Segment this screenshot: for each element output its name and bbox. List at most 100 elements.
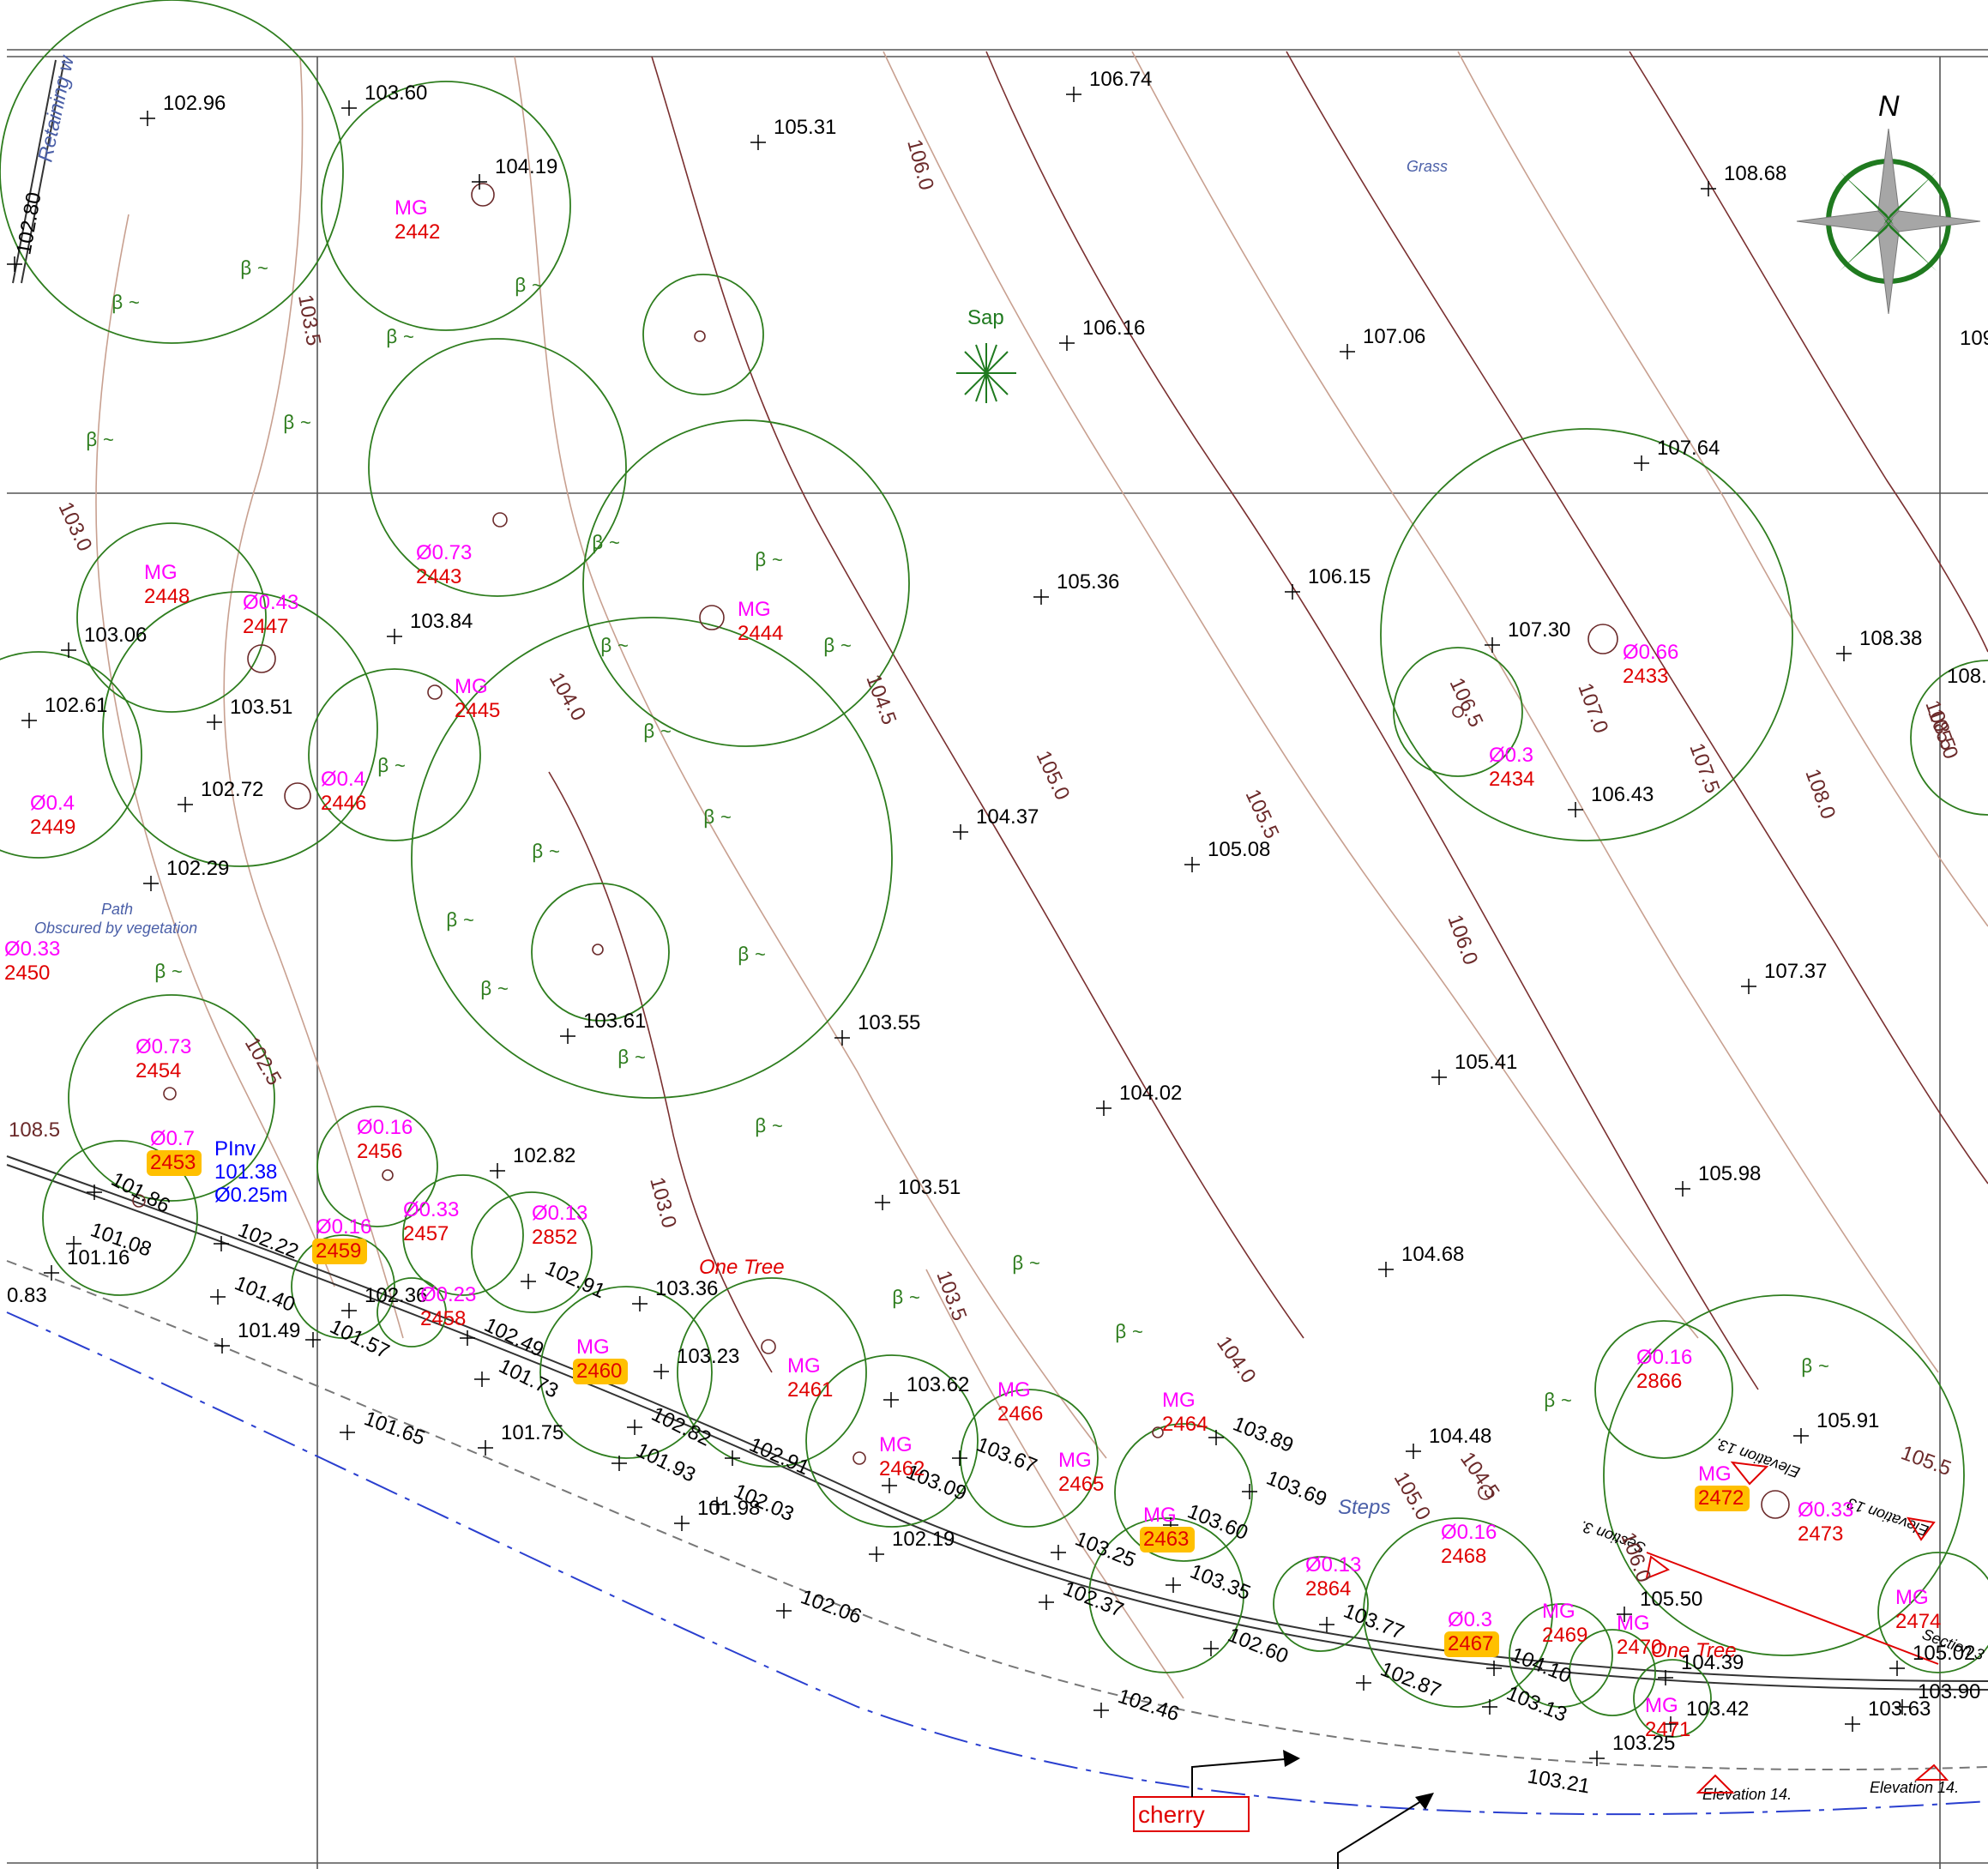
spot-level-cross — [560, 1028, 575, 1044]
spot-level: 105.36 — [1057, 570, 1119, 594]
tree-tag: MG — [787, 1354, 821, 1378]
spot-level-cross — [521, 1274, 536, 1289]
spot-level: 103.62 — [907, 1373, 969, 1396]
spot-level-cross — [1356, 1675, 1371, 1691]
tree-number: 2454 — [136, 1059, 181, 1082]
elevation-14-label-a: Elevation 14. — [1702, 1786, 1792, 1803]
spot-level: 107.37 — [1764, 960, 1827, 983]
spot-level-cross — [1059, 335, 1075, 351]
spot-level: 105.08 — [1208, 838, 1270, 861]
tree-number: 2463 — [1143, 1528, 1189, 1551]
spot-level: 105.02 — [1913, 1642, 1975, 1665]
svg-text:ꞵ ~: ꞵ ~ — [446, 909, 474, 931]
svg-text:ꞵ ~: ꞵ ~ — [592, 532, 620, 554]
spot-level: 102.29 — [166, 857, 229, 880]
svg-text:ꞵ ~: ꞵ ~ — [480, 978, 509, 1000]
spot-level-cross — [1741, 979, 1756, 994]
tree-tag: Ø0.3 — [1489, 744, 1533, 767]
tree-tag: Ø0.16 — [316, 1215, 371, 1239]
spot-level: 107.64 — [1657, 437, 1720, 460]
svg-text:ꞵ ~: ꞵ ~ — [86, 429, 114, 451]
tree-highlight — [147, 1150, 202, 1176]
spot-level: 103.51 — [898, 1176, 961, 1199]
tree-number: 2473 — [1798, 1522, 1843, 1546]
sheet-grid — [7, 49, 1988, 1869]
tree-number: 2465 — [1058, 1473, 1104, 1496]
spot-level: 104.68 — [1401, 1243, 1464, 1266]
spot-level-cross — [1033, 589, 1049, 605]
svg-text:ꞵ ~: ꞵ ~ — [1115, 1321, 1143, 1343]
tree-tag: MG — [1645, 1694, 1678, 1717]
tree-tag: MG — [576, 1335, 610, 1359]
tree-number: 2866 — [1636, 1370, 1682, 1393]
svg-text:ꞵ ~: ꞵ ~ — [755, 1115, 783, 1137]
tree-tag: MG — [879, 1433, 913, 1456]
spot-level-cross — [1889, 1661, 1905, 1676]
spot-level-cross — [1166, 1577, 1181, 1593]
spot-level-cross — [143, 876, 159, 891]
spot-level-cross — [1066, 87, 1081, 102]
tree-tag: Ø0.7 — [150, 1127, 195, 1150]
spot-level-cross — [490, 1163, 505, 1179]
spot-level-cross — [87, 1185, 102, 1200]
svg-text:ꞵ ~: ꞵ ~ — [617, 1046, 646, 1069]
spot-level-cross — [305, 1332, 321, 1347]
spot-level-cross — [1093, 1703, 1109, 1718]
spot-level-cross — [834, 1030, 850, 1046]
spot-level: 108.68 — [1724, 162, 1786, 185]
spot-level-cross — [1658, 1670, 1673, 1685]
grass-label: Grass — [1407, 158, 1448, 175]
spot-level: 104.39 — [1681, 1651, 1744, 1674]
tree-number: 2468 — [1441, 1545, 1486, 1568]
boundary-lines — [6, 1155, 1988, 1816]
spot-level: 102.72 — [201, 778, 263, 801]
spot-level-cross — [21, 713, 37, 728]
svg-text:ꞵ ~: ꞵ ~ — [377, 755, 406, 777]
spot-level-cross — [1051, 1545, 1066, 1560]
spot-level: 105.98 — [1698, 1162, 1761, 1185]
tree-highlight — [312, 1239, 367, 1264]
svg-text:ꞵ ~: ꞵ ~ — [823, 635, 852, 657]
spot-level-cross — [674, 1516, 690, 1531]
spot-level: 105.31 — [774, 116, 836, 139]
spot-level: 108.38 — [1859, 627, 1922, 650]
spot-level: 103.63 — [1868, 1697, 1931, 1721]
spot-level-cross — [632, 1296, 648, 1311]
spot-level-cross — [1845, 1716, 1860, 1732]
spot-level-cross — [1634, 455, 1649, 471]
spot-level-cross — [478, 1440, 493, 1456]
spot-level: 103.61 — [583, 1010, 646, 1033]
spot-level-cross — [460, 1330, 475, 1346]
tree-highlight — [1695, 1486, 1750, 1511]
spot-level-cross — [1793, 1428, 1809, 1444]
contour-label: 108.5 — [9, 1118, 60, 1142]
cherry-label: cherry — [1138, 1801, 1205, 1828]
trunk-markers — [132, 183, 1790, 1519]
spot-level: 109 — [1960, 327, 1988, 350]
spot-level: 103.84 — [410, 610, 473, 633]
spot-level-cross — [178, 797, 193, 812]
elevation-14-label-b: Elevation 14. — [1870, 1779, 1959, 1796]
svg-text:ꞵ ~: ꞵ ~ — [600, 635, 629, 657]
spot-level-cross — [66, 1236, 81, 1251]
tree-tag: MG — [1617, 1612, 1650, 1635]
tree-number: 2447 — [243, 615, 288, 638]
